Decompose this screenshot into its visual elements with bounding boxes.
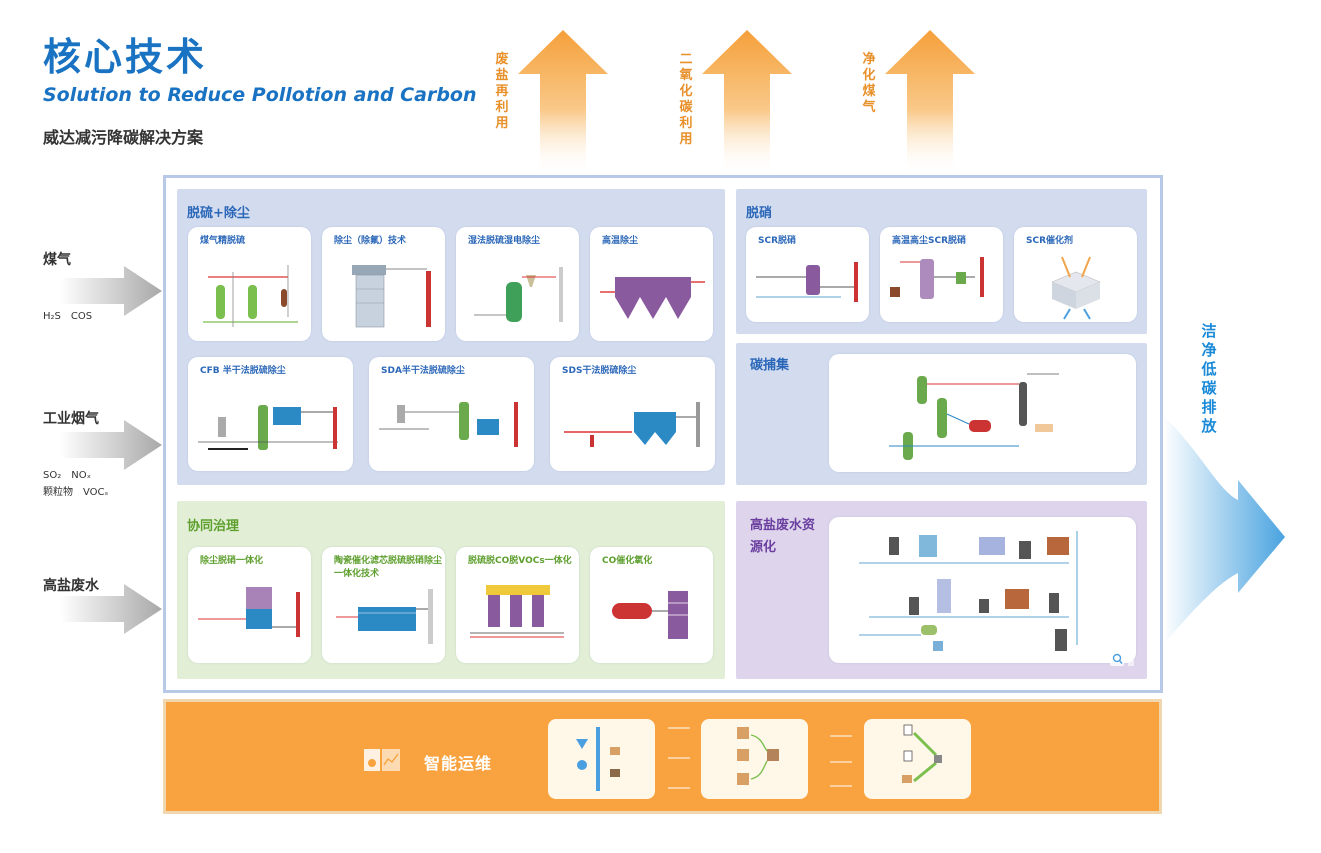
card-title: 除尘脱硝一体化: [200, 556, 264, 566]
card-hightemp-dust[interactable]: 高温除尘: [590, 227, 713, 341]
page-subtitle-en: Solution to Reduce Pollotion and Carbon: [43, 84, 477, 106]
process-diagram: [474, 267, 563, 322]
card-title: 高温除尘: [602, 236, 639, 246]
input-sub-fluegas-1: SO₂ NOₓ: [43, 470, 92, 481]
input-arrow-gas: [60, 266, 162, 316]
input-sub-gas: H₂S COS: [43, 311, 93, 322]
card-title: 除尘（除氟）技术: [334, 236, 407, 246]
output-label-gas: 净化煤气: [862, 52, 876, 115]
card-scr-denox[interactable]: SCR脱硝: [746, 227, 869, 322]
output-label-clean: 洁净低碳排放: [1201, 322, 1217, 435]
process-diagram: [198, 587, 300, 637]
process-diagram: [203, 265, 298, 327]
process-diagram: [889, 373, 1059, 460]
card-sda-desulf[interactable]: SDA半干法脱硫除尘: [369, 357, 534, 471]
card-title: 陶瓷催化滤芯脱硫脱硝除尘一体化技术: [334, 556, 443, 579]
process-diagram: [198, 405, 338, 450]
section-denox: 脱硝 SCR脱硝 高温高尘SCR脱硝: [736, 189, 1147, 334]
card-carbon-capture[interactable]: [829, 354, 1136, 472]
output-label-co2: 二氧化碳利用: [679, 52, 693, 147]
card-title: SDA半干法脱硫除尘: [381, 366, 465, 376]
card-dust-removal[interactable]: 除尘（除氟）技术: [322, 227, 445, 341]
card-wet-desulf[interactable]: 湿法脱硫湿电除尘: [456, 227, 579, 341]
process-diagram: [379, 402, 518, 447]
card-dust-denox[interactable]: 除尘脱硝一体化: [188, 547, 311, 663]
process-diagram: [1051, 256, 1101, 320]
section-carbon: 碳捕集: [736, 343, 1147, 485]
section-desulf-title: 脱硫+除尘: [187, 206, 250, 221]
card-sds-desulf[interactable]: SDS干法脱硫除尘: [550, 357, 715, 471]
card-brine-process[interactable]: [829, 517, 1136, 663]
process-diagram: [612, 591, 688, 639]
section-denox-title: 脱硝: [746, 206, 773, 221]
card-ceramic-filter[interactable]: 陶瓷催化滤芯脱硫脱硝除尘一体化技术: [322, 547, 445, 663]
input-label-gas: 煤气: [43, 252, 71, 268]
card-title: 高温高尘SCR脱硝: [892, 236, 967, 246]
ops-card-monitor[interactable]: [548, 719, 655, 799]
process-diagram: [859, 531, 1078, 651]
card-title: 湿法脱硫湿电除尘: [468, 236, 541, 246]
ops-connector: [668, 727, 690, 789]
input-sub-fluegas-2: 颗粒物 VOCₛ: [43, 487, 109, 498]
output-arrow-salt: [518, 30, 608, 176]
output-label-salt: 废盐再利用: [495, 52, 509, 131]
section-carbon-title: 碳捕集: [750, 358, 790, 373]
process-diagram: [600, 277, 705, 319]
page-subtitle-cn: 威达减污降碳解决方案: [43, 128, 204, 147]
process-diagram: [756, 262, 858, 302]
card-hightemp-scr[interactable]: 高温高尘SCR脱硝: [880, 227, 1003, 322]
card-scr-catalyst[interactable]: SCR催化剂: [1014, 227, 1137, 322]
output-arrow-gas: [885, 30, 975, 176]
process-diagram: [890, 257, 984, 299]
ops-title: 智能运维: [424, 754, 493, 773]
ops-diagram: [902, 724, 942, 783]
ops-bar: 智能运维: [163, 699, 1162, 814]
card-title: CO催化氧化: [602, 556, 653, 566]
card-title: 脱硫脱CO脱VOCs一体化: [468, 556, 572, 566]
card-cfb-desulf[interactable]: CFB 半干法脱硫除尘: [188, 357, 353, 471]
process-diagram: [336, 589, 433, 644]
process-diagram: [352, 265, 431, 328]
card-title: SDS干法脱硫除尘: [562, 366, 637, 376]
ops-diagram: [737, 727, 779, 785]
card-gas-desulf[interactable]: 煤气精脱硫: [188, 227, 311, 341]
input-arrow-fluegas: [60, 420, 162, 470]
section-desulf: 脱硫+除尘 煤气精脱硫 除尘（除氟）技术: [177, 189, 725, 485]
search-icon[interactable]: [1108, 650, 1144, 670]
card-desulf-co-vocs[interactable]: 脱硫脱CO脱VOCs一体化: [456, 547, 579, 663]
output-arrow-clean: [1163, 415, 1285, 645]
section-synergy-title: 协同治理: [187, 519, 240, 534]
ops-connector: [830, 735, 852, 787]
input-label-wastewater: 高盐废水: [43, 578, 99, 594]
card-co-oxidation[interactable]: CO催化氧化: [590, 547, 713, 663]
ops-card-maintenance[interactable]: [864, 719, 971, 799]
page-title: 核心技术: [43, 35, 208, 79]
dashboard-icon: [364, 749, 400, 771]
ops-card-analysis[interactable]: [701, 719, 808, 799]
section-brine: 高盐废水资源化: [736, 501, 1147, 679]
section-brine-title: 高盐废水资源化: [750, 518, 816, 555]
process-diagram: [564, 402, 700, 447]
card-title: 煤气精脱硫: [200, 236, 246, 246]
input-arrow-wastewater: [60, 584, 162, 634]
output-arrow-co2: [702, 30, 792, 176]
ops-diagram: [576, 727, 620, 791]
section-synergy: 协同治理 除尘脱硝一体化 陶瓷催化滤芯脱硫脱硝除尘一体化技术: [177, 501, 725, 679]
card-title: CFB 半干法脱硫除尘: [200, 366, 286, 376]
tech-container: 脱硫+除尘 煤气精脱硫 除尘（除氟）技术: [163, 175, 1163, 693]
card-title: SCR催化剂: [1026, 236, 1074, 246]
process-diagram: [470, 585, 564, 638]
input-label-fluegas: 工业烟气: [43, 411, 99, 427]
card-title: SCR脱硝: [758, 236, 797, 246]
